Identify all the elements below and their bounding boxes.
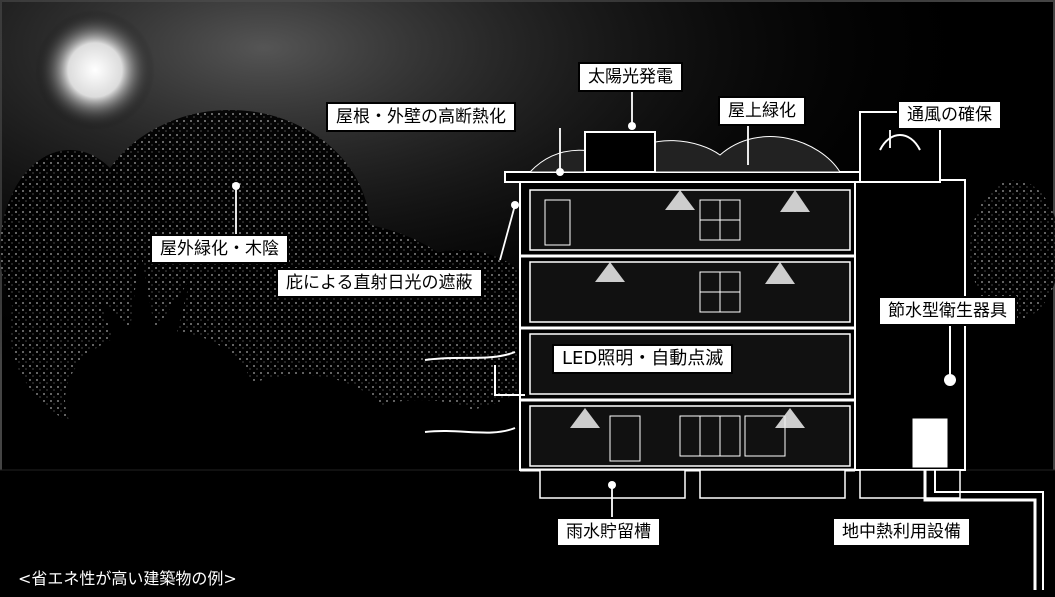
label-high-insulation: 屋根・外壁の高断熱化 — [326, 102, 516, 132]
label-rooftop-green: 屋上緑化 — [718, 96, 806, 126]
label-geothermal: 地中熱利用設備 — [832, 517, 971, 547]
tree-silhouettes — [65, 250, 500, 485]
label-led-lighting: LED照明・自動点滅 — [552, 344, 734, 374]
sun — [35, 10, 155, 130]
label-rainwater-tank: 雨水貯留槽 — [556, 517, 661, 547]
label-water-saving: 節水型衛生器具 — [878, 296, 1017, 326]
building — [504, 111, 1044, 590]
label-outdoor-green: 屋外緑化・木陰 — [150, 234, 289, 264]
label-solar-power: 太陽光発電 — [578, 62, 683, 92]
label-ventilation: 通風の確保 — [897, 100, 1002, 130]
wind-arrows — [424, 351, 525, 434]
label-eaves-shading: 庇による直射日光の遮蔽 — [276, 268, 483, 298]
diagram-caption: <省エネ性が高い建築物の例> — [18, 569, 237, 588]
